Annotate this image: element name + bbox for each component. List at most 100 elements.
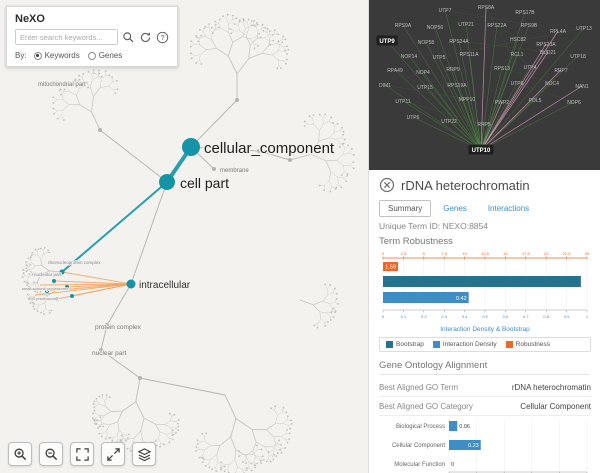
gene-node-label[interactable]: NOP6: [567, 100, 581, 106]
gene-node-label[interactable]: NOC4: [545, 81, 559, 87]
svg-text:0.3: 0.3: [441, 314, 447, 319]
graph-label[interactable]: small-subunit processome: [21, 285, 70, 292]
term-node[interactable]: [159, 174, 175, 190]
term-node[interactable]: [126, 279, 136, 289]
gene-node-label[interactable]: RPS24A: [449, 39, 469, 45]
search-icon[interactable]: [122, 31, 135, 44]
tab-interactions[interactable]: Interactions: [487, 204, 530, 213]
reset-icon[interactable]: [139, 31, 152, 44]
graph-label[interactable]: ribonucleoprotein complex: [47, 259, 102, 266]
gene-node-label[interactable]: RPS23A: [536, 42, 556, 48]
gene-node-label[interactable]: RRP7: [554, 68, 568, 74]
gene-node-label[interactable]: UTP7: [439, 8, 452, 14]
gene-node-label[interactable]: DIM1: [379, 83, 391, 89]
gene-node-label[interactable]: NAN1: [575, 84, 589, 90]
svg-text:1: 1: [586, 314, 589, 319]
graph-label[interactable]: 90S preribosome: [27, 295, 60, 302]
graph-label[interactable]: nuclear part: [91, 349, 127, 358]
radio-icon[interactable]: [33, 51, 42, 60]
svg-text:10: 10: [462, 251, 467, 256]
gene-node-label[interactable]: UTP15: [417, 85, 433, 91]
radio-icon[interactable]: [87, 51, 96, 60]
gene-node-label[interactable]: RPS11A: [460, 52, 479, 58]
gene-node-label[interactable]: UTP21: [458, 22, 474, 28]
gene-node-label[interactable]: RRP9: [446, 67, 460, 73]
tab-genes[interactable]: Genes: [443, 204, 467, 213]
detail-header: rDNA heterochromatin: [379, 177, 590, 193]
zoom-in-button[interactable]: [8, 442, 32, 466]
gene-node-label[interactable]: RPS9A: [395, 23, 412, 29]
graph-label[interactable]: cellular_component: [203, 139, 337, 159]
gene-node-label[interactable]: RCL1: [511, 52, 524, 58]
term-node[interactable]: [52, 279, 56, 283]
gene-node-label[interactable]: UTP4: [524, 65, 537, 71]
svg-text:Cellular Component: Cellular Component: [392, 443, 445, 449]
gene-node-label[interactable]: HSC82: [510, 37, 526, 43]
gene-node-label[interactable]: BUD21: [540, 50, 556, 56]
gene-node-label[interactable]: MPP10: [459, 97, 476, 103]
gene-node-label[interactable]: RPS8A: [478, 5, 495, 11]
gene-node-label[interactable]: RPS22A: [487, 23, 507, 29]
term-node[interactable]: [182, 138, 200, 156]
gene-node-label[interactable]: NOP4: [416, 70, 430, 76]
svg-text:0.2: 0.2: [421, 314, 427, 319]
svg-text:15: 15: [503, 251, 508, 256]
search-mode-keywords[interactable]: Keywords: [33, 51, 80, 60]
help-icon[interactable]: ?: [156, 31, 169, 44]
term-node[interactable]: [55, 297, 59, 301]
gene-node-label[interactable]: UTP18: [570, 54, 586, 60]
gene-node-label[interactable]: UTP8: [511, 81, 524, 87]
gene-node-label[interactable]: RRP5: [477, 122, 491, 128]
gene-node-label[interactable]: UTP22: [441, 119, 457, 125]
term-node[interactable]: [59, 269, 65, 275]
close-icon[interactable]: [379, 177, 395, 193]
gene-node-label[interactable]: RPS17B: [515, 10, 535, 16]
search-row: ?: [15, 29, 169, 45]
svg-text:0.5: 0.5: [482, 314, 488, 319]
graph-label[interactable]: protein complex: [94, 323, 142, 332]
gene-node-label[interactable]: NOP14: [401, 54, 418, 60]
gene-node-label[interactable]: RPS9B: [521, 23, 538, 29]
term-node[interactable]: [70, 294, 74, 298]
gene-node-label[interactable]: UTP10: [472, 148, 491, 154]
gene-node-label[interactable]: UTP11: [395, 99, 410, 105]
gene-node-label[interactable]: NOP56: [427, 25, 444, 31]
search-mode-genes[interactable]: Genes: [87, 51, 122, 60]
tab-summary[interactable]: Summary: [379, 200, 432, 217]
svg-text:0.06: 0.06: [459, 424, 470, 430]
gene-subnetwork-panel[interactable]: UTP7 RPS8A RPS17B RPS9A NOP56 UTP21 RPS22A RPS9…: [369, 0, 600, 170]
gene-node-label[interactable]: POL5: [529, 98, 542, 104]
bottom-axis-label: Interaction Density & Bootstrap: [440, 326, 530, 333]
graph-label[interactable]: nucleolar part: [33, 271, 63, 278]
graph-label[interactable]: membrane: [219, 167, 250, 175]
gene-node-label[interactable]: UTP9: [379, 39, 395, 45]
gene-subnetwork[interactable]: UTP7 RPS8A RPS17B RPS9A NOP56 UTP21 RPS22A RPS9…: [369, 0, 600, 170]
fit-screen-button[interactable]: [70, 442, 94, 466]
graph-label[interactable]: intracellular: [138, 279, 193, 293]
gene-node-label[interactable]: UTP5: [433, 55, 446, 61]
term-node[interactable]: [45, 289, 49, 293]
gene-node-label[interactable]: NOP58: [418, 40, 435, 46]
gene-node-label[interactable]: UTP13: [576, 26, 592, 32]
svg-text:Biological Process: Biological Process: [396, 424, 445, 430]
search-input[interactable]: [15, 29, 118, 45]
fit-selected-button[interactable]: [101, 442, 125, 466]
graph-label[interactable]: mitochondrial part: [37, 81, 87, 89]
gene-node-label[interactable]: RPS13: [494, 66, 510, 72]
svg-text:?: ?: [161, 34, 165, 41]
gene-node-label[interactable]: RPS19A: [447, 83, 467, 89]
graph-label[interactable]: cell part: [179, 174, 231, 193]
term-node[interactable]: [65, 285, 69, 289]
gene-node-label[interactable]: RPL4A: [550, 29, 567, 35]
gene-node-label[interactable]: PWP2: [495, 100, 509, 106]
gene-node-label[interactable]: UTP6: [407, 115, 420, 121]
gene-node-label[interactable]: RPA49: [387, 68, 403, 74]
zoom-out-button[interactable]: [39, 442, 63, 466]
layers-button[interactable]: [132, 442, 156, 466]
